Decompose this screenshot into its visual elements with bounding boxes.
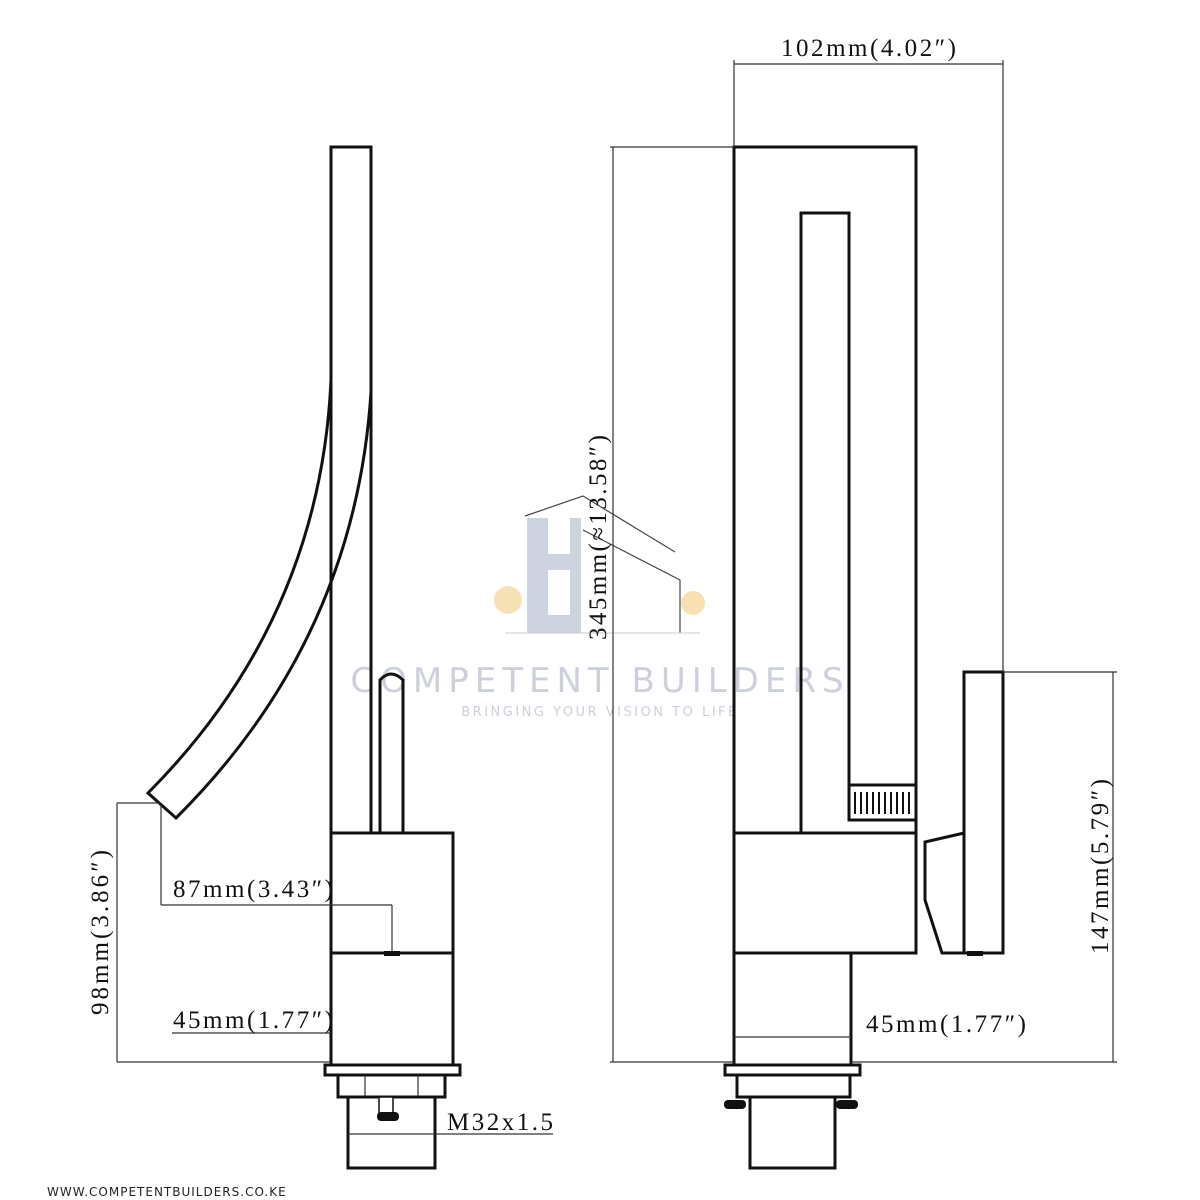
spout-column xyxy=(329,145,373,833)
thread-size-label: M32x1.5 xyxy=(447,1109,553,1136)
curved-spout xyxy=(145,379,373,821)
spout-loop xyxy=(732,145,918,833)
bolt-icon xyxy=(377,1112,399,1121)
spout-inner xyxy=(799,211,851,833)
bolt-icon xyxy=(836,1100,858,1109)
faucet-front-view xyxy=(723,145,1005,1170)
bolt-icon xyxy=(724,1100,746,1109)
watermark-logo: COMPETENT BUILDERS BRINGING YOUR VISION … xyxy=(350,495,849,720)
spout-height-label: 98mm(3.86″) xyxy=(87,850,114,1015)
footer-website: WWW.COMPETENTBUILDERS.CO.KE xyxy=(47,1185,287,1199)
body-width-label-right: 45mm(1.77″) xyxy=(866,1011,1026,1038)
tree-icon xyxy=(494,586,522,614)
watermark-brand: COMPETENT BUILDERS xyxy=(350,661,849,701)
watermark-tagline: BRINGING YOUR VISION TO LIFE xyxy=(461,705,738,720)
spout-reach-label: 87mm(3.43″) xyxy=(173,876,333,903)
right-dimensions: 102mm(4.02″) 345mm(≈13.58″) 147mm(5.79″)… xyxy=(585,35,1117,1063)
front-body xyxy=(732,831,918,955)
total-width-label: 102mm(4.02″) xyxy=(781,35,956,62)
tree-icon xyxy=(681,591,705,615)
body-width-label-left: 45mm(1.77″) xyxy=(173,1007,333,1034)
total-height-label: 345mm(≈13.58″) xyxy=(585,435,612,640)
side-handle xyxy=(378,672,405,833)
faucet-side-view xyxy=(145,145,462,1170)
left-dimensions: 98mm(3.86″) 87mm(3.43″) 45mm(1.77″) M32x… xyxy=(87,802,553,1136)
handle-height-label: 147mm(5.79″) xyxy=(1087,779,1114,954)
aerator-grille xyxy=(847,783,918,822)
front-handle xyxy=(962,670,1005,955)
